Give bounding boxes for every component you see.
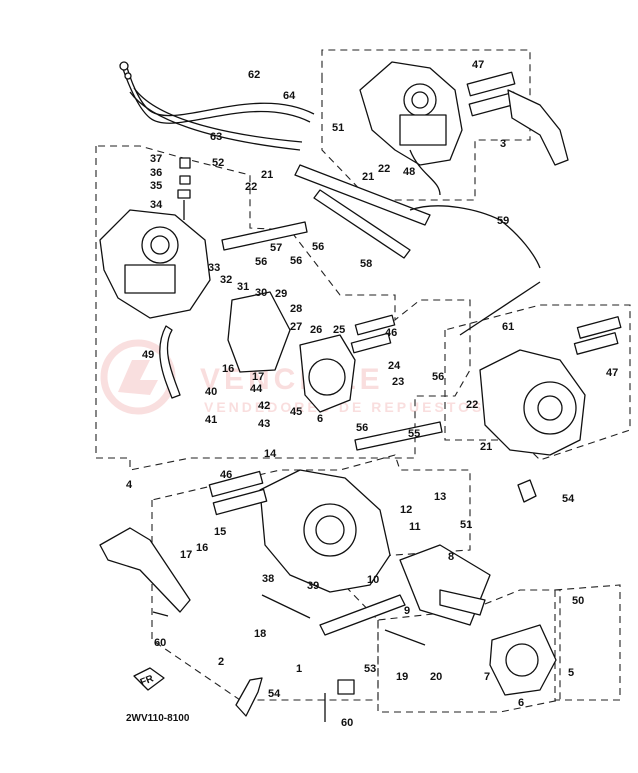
carburetor-right-middle — [479, 316, 622, 456]
callout-45: 45 — [290, 406, 302, 418]
callout-61: 61 — [502, 321, 514, 333]
callout-16a: 16 — [222, 363, 234, 375]
front-arrow-icon: FR — [139, 673, 156, 688]
watermark-subtitle: VENDEDORES DE REPUESTOS — [204, 399, 484, 415]
callout-56b: 56 — [290, 255, 302, 267]
callout-50: 50 — [572, 595, 584, 607]
callout-3: 3 — [500, 138, 506, 150]
callout-14: 14 — [264, 448, 277, 460]
callout-34: 34 — [150, 199, 163, 211]
callout-27: 27 — [290, 321, 302, 333]
callout-15: 15 — [214, 526, 226, 538]
callout-30: 30 — [255, 287, 267, 299]
callout-19: 19 — [396, 671, 408, 683]
callout-55: 55 — [408, 428, 420, 440]
callout-47b: 47 — [606, 367, 618, 379]
callout-20: 20 — [430, 671, 442, 683]
callout-8: 8 — [448, 551, 454, 563]
callout-46b: 46 — [220, 469, 232, 481]
callout-1: 1 — [296, 663, 302, 675]
callout-24: 24 — [388, 360, 401, 372]
callout-56e: 56 — [356, 422, 368, 434]
callout-21b: 21 — [362, 171, 374, 183]
callout-22a: 22 — [245, 181, 257, 193]
callout-39: 39 — [307, 580, 319, 592]
callout-37: 37 — [150, 153, 162, 165]
front-mark-label: FR — [139, 673, 156, 688]
callout-17b: 17 — [180, 549, 192, 561]
callout-63: 63 — [210, 131, 222, 143]
callout-6a: 6 — [317, 413, 323, 425]
callout-21c: 21 — [480, 441, 492, 453]
callout-29: 29 — [275, 288, 287, 300]
callout-17a: 17 — [252, 371, 264, 383]
callout-18: 18 — [254, 628, 266, 640]
callout-56c: 56 — [312, 241, 324, 253]
callout-58: 58 — [360, 258, 372, 270]
callout-28: 28 — [290, 303, 302, 315]
callout-49: 49 — [142, 349, 154, 361]
callout-13: 13 — [434, 491, 446, 503]
callout-38: 38 — [262, 573, 274, 585]
callout-64: 64 — [283, 90, 296, 102]
callout-60b: 60 — [341, 717, 353, 729]
callout-7: 7 — [484, 671, 490, 683]
callout-35: 35 — [150, 180, 162, 192]
callout-57: 57 — [270, 242, 282, 254]
callout-54a: 54 — [562, 493, 575, 505]
callout-56d: 56 — [432, 371, 444, 383]
callout-22b: 22 — [378, 163, 390, 175]
callout-2: 2 — [218, 656, 224, 668]
callout-46a: 46 — [385, 327, 397, 339]
callout-60a: 60 — [154, 637, 166, 649]
linkage-rods — [221, 164, 541, 451]
callout-26: 26 — [310, 324, 322, 336]
callout-10: 10 — [367, 574, 379, 586]
callout-51a: 51 — [332, 122, 344, 134]
callout-32: 32 — [220, 274, 232, 286]
callout-33: 33 — [208, 262, 220, 274]
callout-36: 36 — [150, 167, 162, 179]
callout-59: 59 — [497, 215, 509, 227]
callout-41: 41 — [205, 414, 217, 426]
callout-56a: 56 — [255, 256, 267, 268]
diagram-part-code: 2WV110-8100 — [126, 713, 190, 724]
callout-43: 43 — [258, 418, 270, 430]
carburetor-top-right — [359, 61, 569, 196]
callout-31: 31 — [237, 281, 249, 293]
callout-62: 62 — [248, 69, 260, 81]
callout-42: 42 — [258, 400, 270, 412]
callout-23: 23 — [392, 376, 404, 388]
carburetor-left — [99, 157, 396, 413]
callout-44: 44 — [250, 383, 263, 395]
callout-9: 9 — [404, 605, 410, 617]
callout-40: 40 — [205, 386, 217, 398]
callout-52: 52 — [212, 157, 224, 169]
throttle-cables — [119, 61, 315, 151]
callout-48: 48 — [403, 166, 415, 178]
callout-47a: 47 — [472, 59, 484, 71]
callout-22c: 22 — [466, 399, 478, 411]
callout-16b: 16 — [196, 542, 208, 554]
callout-53: 53 — [364, 663, 376, 675]
callout-4: 4 — [126, 479, 133, 491]
callout-21a: 21 — [261, 169, 273, 181]
callout-6b: 6 — [518, 697, 524, 709]
callout-54b: 54 — [268, 688, 281, 700]
callout-51b: 51 — [460, 519, 472, 531]
carburetor-bottom — [99, 469, 557, 722]
callout-11: 11 — [409, 521, 421, 533]
callout-12: 12 — [400, 504, 412, 516]
callout-25: 25 — [333, 324, 345, 336]
callout-5: 5 — [568, 667, 574, 679]
